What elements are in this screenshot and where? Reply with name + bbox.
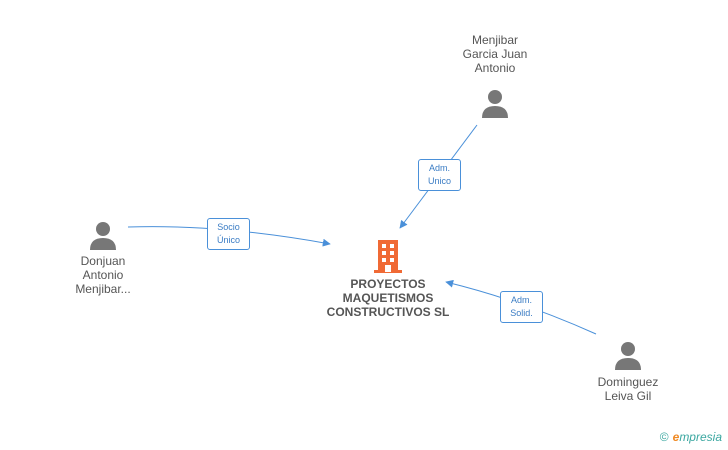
person-right-label: Dominguez Leiva Gil [597, 375, 659, 403]
edge-label-top: Adm.Unico [418, 159, 461, 191]
person-left-label: Donjuan Antonio Menjibar... [75, 254, 131, 296]
company-label: PROYECTOS MAQUETISMOS CONSTRUCTIVOS SL [326, 277, 450, 319]
person-top-label: Menjibar Garcia Juan Antonio [462, 33, 528, 75]
person-left-node[interactable]: Donjuan Antonio Menjibar... [48, 220, 158, 296]
person-right-node[interactable]: Dominguez Leiva Gil [573, 340, 683, 403]
person-icon [482, 90, 508, 118]
company-node[interactable]: PROYECTOS MAQUETISMOS CONSTRUCTIVOS SL [318, 238, 458, 319]
person-icon [615, 342, 641, 370]
person-top-node[interactable]: Menjibar Garcia Juan Antonio [440, 33, 550, 118]
building-icon [374, 240, 402, 273]
edge-label-right: Adm.Solid. [500, 291, 543, 323]
copyright-symbol: © [659, 430, 669, 444]
person-icon [90, 222, 116, 250]
brand-logo: empresia [672, 430, 722, 444]
footer-brand: © empresia [660, 430, 722, 444]
